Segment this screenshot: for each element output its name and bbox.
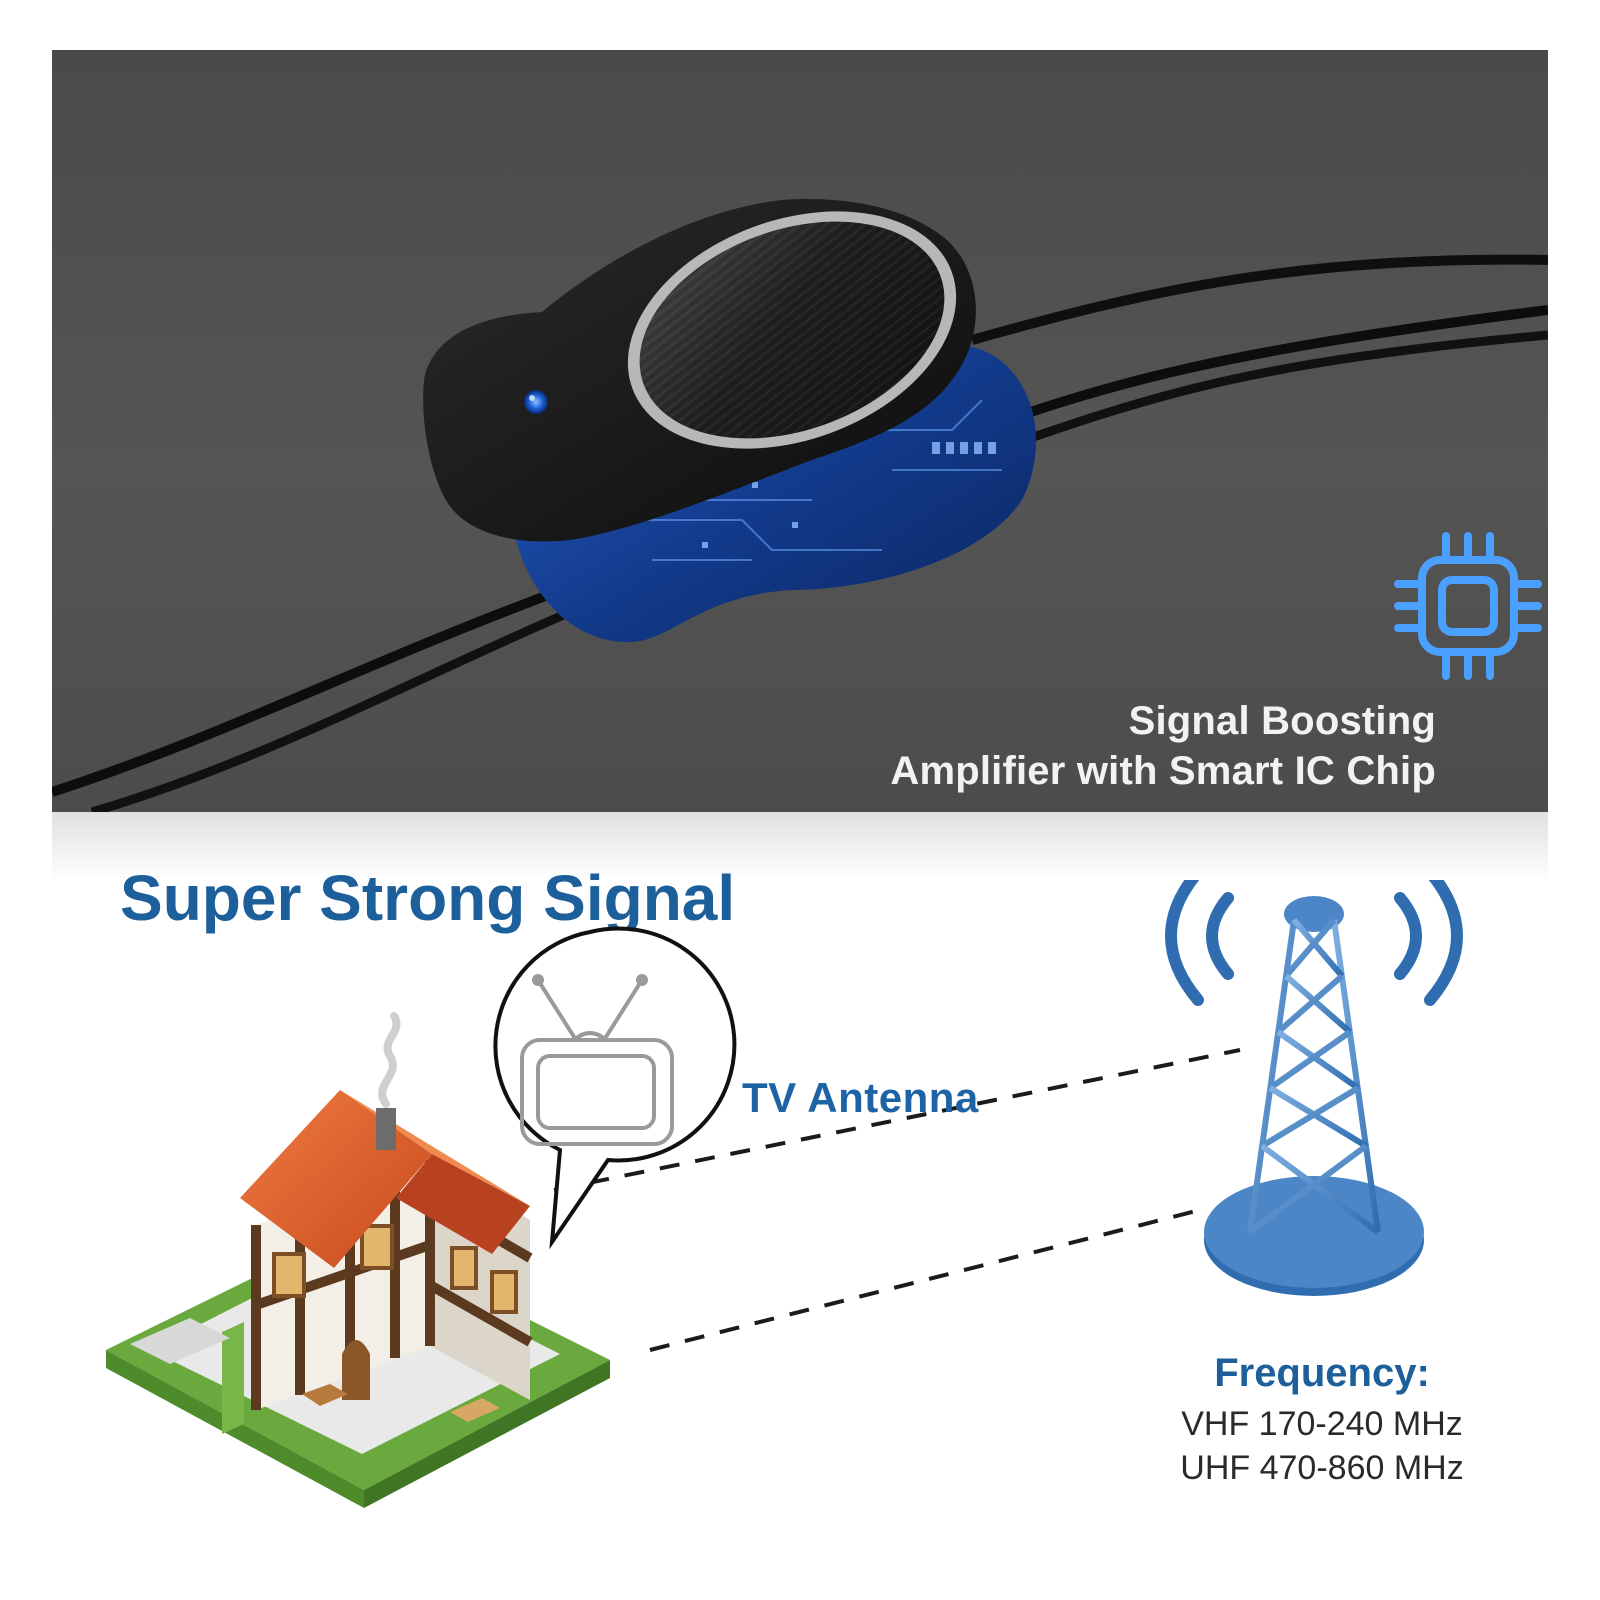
chip-icon — [1394, 532, 1542, 680]
panel-shadow — [52, 812, 1548, 882]
tower-icon — [1165, 880, 1463, 1296]
amplifier-device-image — [52, 199, 1548, 812]
frequency-vhf: VHF 170-240 MHz — [1181, 1405, 1463, 1443]
frequency-uhf: UHF 470-860 MHz — [1180, 1449, 1464, 1487]
house-icon — [106, 1012, 610, 1508]
feature-line-1: Signal Boosting — [1128, 699, 1436, 743]
device-product-panel: Signal Boosting Amplifier with Smart IC … — [52, 50, 1548, 812]
tv-icon — [520, 974, 674, 1146]
feature-line-2: Amplifier with Smart IC Chip — [890, 749, 1436, 793]
frequency-info: Frequency: VHF 170-240 MHz UHF 470-860 M… — [1162, 1348, 1482, 1490]
signal-scene — [106, 880, 1463, 1508]
led-indicator — [524, 390, 548, 414]
headline-title: Super Strong Signal — [120, 862, 736, 934]
speech-bubble — [493, 926, 737, 1250]
tv-antenna-label: TV Antenna — [742, 1074, 979, 1121]
signal-dashed-lines — [553, 1048, 1241, 1352]
frequency-title: Frequency: — [1214, 1351, 1430, 1395]
feature-description: Signal Boosting Amplifier with Smart IC … — [890, 696, 1436, 796]
